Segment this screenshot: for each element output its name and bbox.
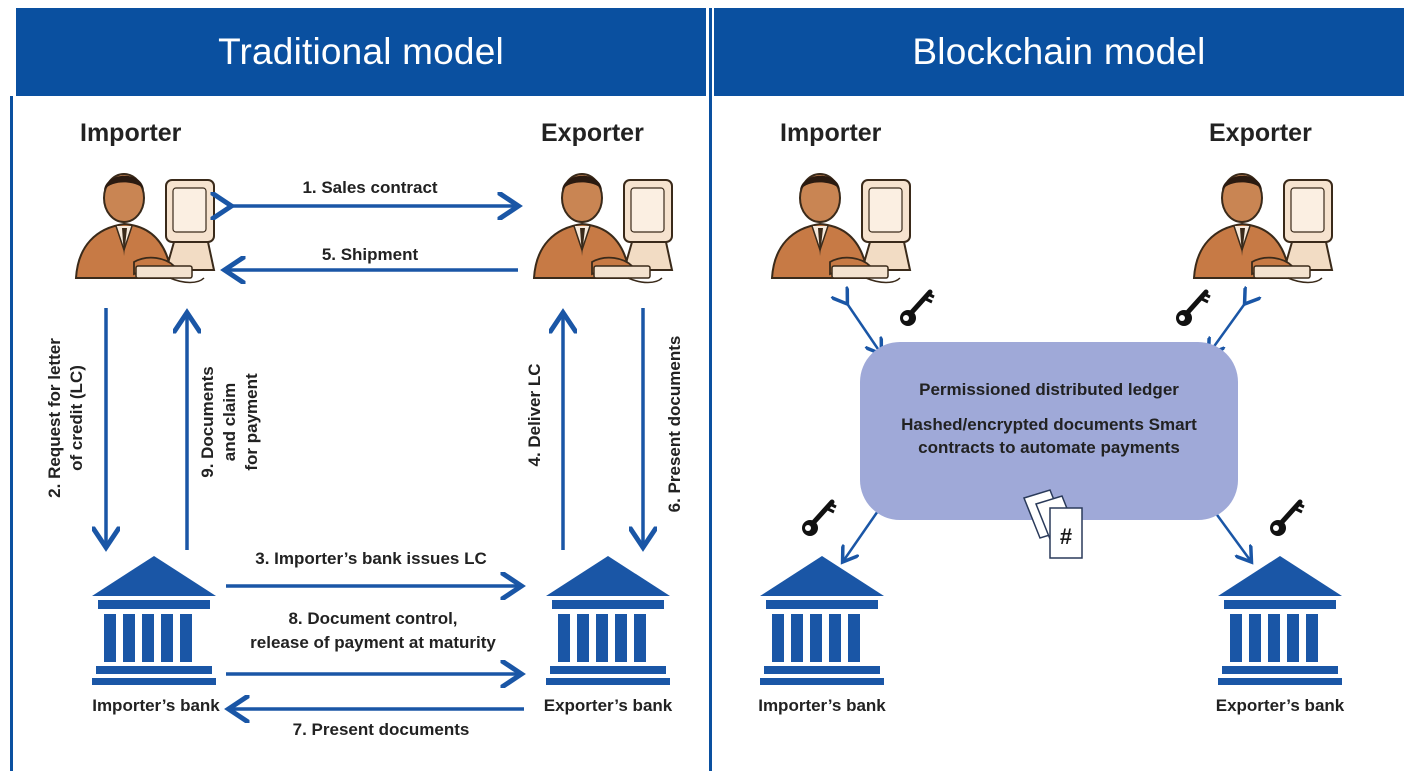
exporter-label: Exporter	[541, 119, 644, 147]
traditional-model-header: Traditional model	[16, 8, 706, 96]
bc-exporter-bank-link-arrow	[1212, 508, 1250, 560]
bc-exporter-bank-icon	[1218, 556, 1342, 685]
exporter-bank-icon	[546, 556, 670, 685]
step-1-label: 1. Sales contract	[302, 178, 438, 197]
bc-exporter-key-icon	[1176, 292, 1210, 326]
ledger-title: Permissioned distributed ledger	[919, 380, 1179, 399]
step-2-label-line2: of credit (LC)	[67, 365, 86, 471]
left-border-line	[10, 96, 13, 771]
hash-symbol: #	[1060, 524, 1072, 549]
step-9-label-line1: 9. Documents	[198, 366, 217, 478]
step-3-label: 3. Importer’s bank issues LC	[255, 549, 487, 568]
step-8-label-line2: release of payment at maturity	[250, 633, 496, 652]
panel-divider-line	[709, 8, 712, 771]
bc-importer-bank-label: Importer’s bank	[758, 696, 886, 715]
traditional-model-title: Traditional model	[218, 31, 504, 72]
bc-importer-bank-icon	[760, 556, 884, 685]
step-2-label-line1: 2. Request for letter	[45, 338, 64, 498]
bc-exporter-person-icon	[1193, 173, 1333, 284]
exporter-person-icon	[533, 173, 673, 284]
bc-exporter-bank-label: Exporter’s bank	[1215, 696, 1345, 715]
hashed-document-icon: #	[1023, 489, 1083, 559]
importer-bank-label: Importer’s bank	[92, 696, 220, 715]
blockchain-model-title: Blockchain model	[912, 31, 1206, 72]
bc-exporter-link-arrow	[1210, 302, 1246, 352]
step-9-label-line3: for payment	[242, 373, 261, 471]
bc-importer-key-icon	[900, 292, 934, 326]
bc-importer-bank-link-arrow	[844, 508, 880, 560]
bc-exporter-label: Exporter	[1209, 119, 1312, 147]
step-6-label: 6. Present documents	[665, 335, 684, 513]
importer-person-icon	[75, 173, 215, 284]
bc-importer-bank-key-icon	[802, 502, 836, 536]
importer-bank-icon	[92, 556, 216, 685]
bc-importer-link-arrow	[846, 302, 880, 352]
ledger-description: Hashed/encrypted documents Smart contrac…	[901, 415, 1197, 457]
bc-importer-label: Importer	[780, 119, 882, 147]
step-7-label: 7. Present documents	[292, 720, 470, 739]
exporter-bank-label: Exporter’s bank	[543, 696, 673, 715]
step-5-label: 5. Shipment	[321, 245, 419, 264]
step-8-label-line1: 8. Document control,	[288, 609, 458, 628]
bc-importer-person-icon	[771, 173, 911, 284]
blockchain-model-header: Blockchain model	[714, 8, 1404, 96]
bc-exporter-bank-key-icon	[1270, 502, 1304, 536]
step-9-label-line2: and claim	[220, 382, 239, 462]
importer-label: Importer	[80, 119, 182, 147]
step-4-label: 4. Deliver LC	[525, 363, 544, 467]
